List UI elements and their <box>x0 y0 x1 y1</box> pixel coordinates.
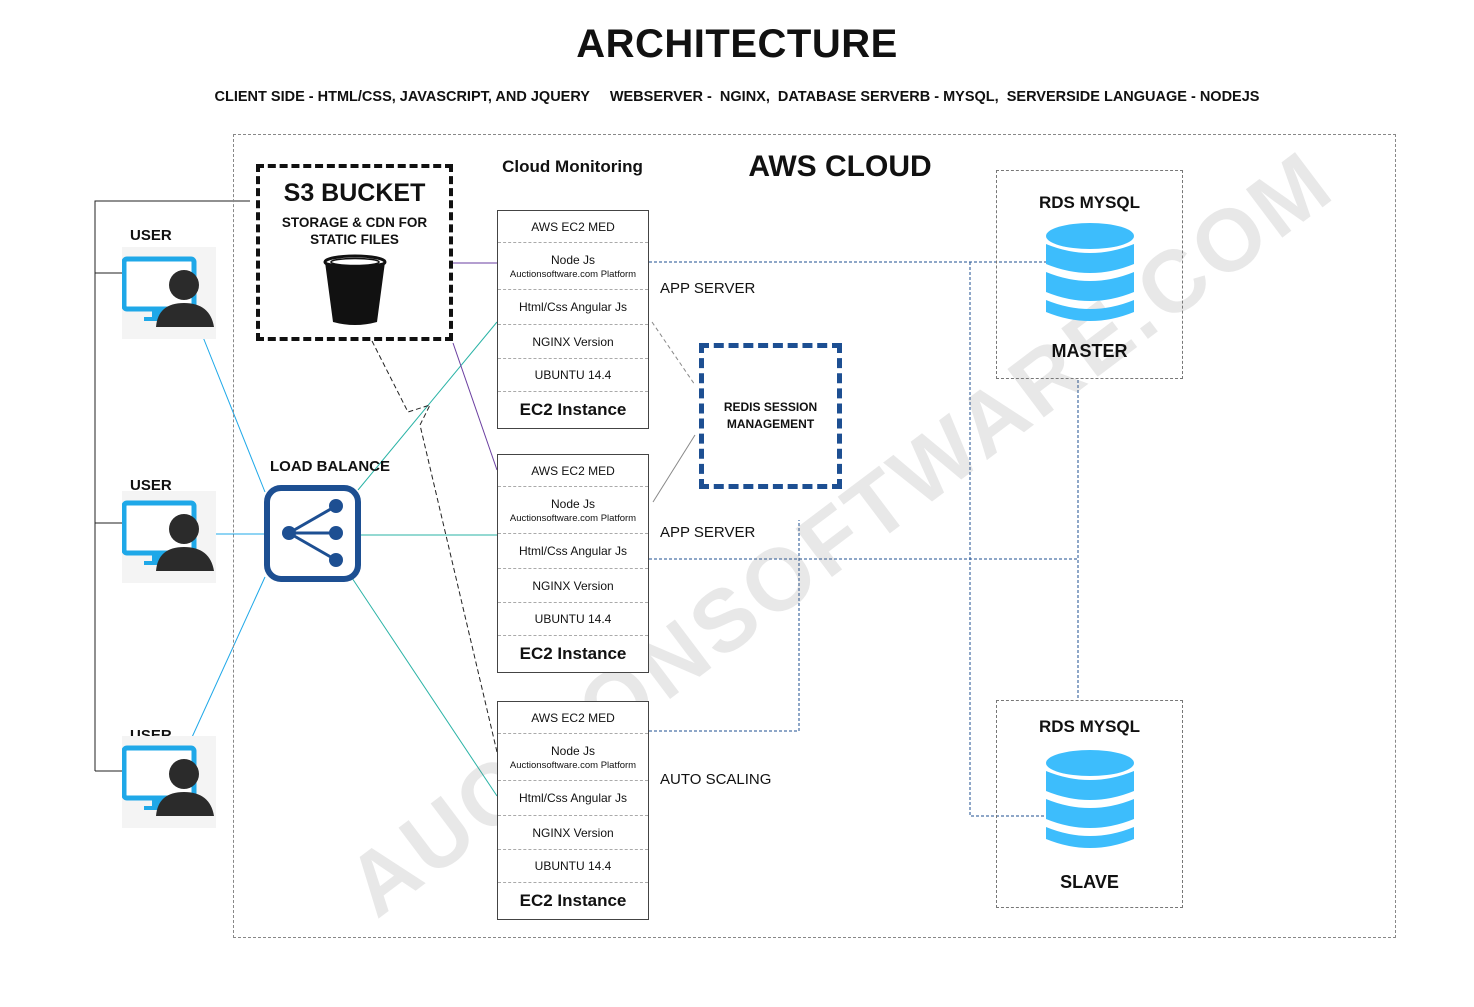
trunk-slave-link <box>969 262 1050 817</box>
ec2-2-platform-label: Auctionsoftware.com Platform <box>509 512 637 524</box>
load-balancer-icon <box>264 485 361 582</box>
lb-ec2-3-line <box>351 577 498 797</box>
redis-session-box: REDIS SESSION MANAGEMENT <box>699 343 842 489</box>
s3-line-2: STATIC FILES <box>310 232 399 247</box>
ec2-3-row-html: Html/Css Angular Js <box>498 781 648 816</box>
ec2-2-redis-line <box>652 434 696 503</box>
rds-master-title: RDS MYSQL <box>1038 193 1141 212</box>
ec2-1-row-node: Node Js Auctionsoftware.com Platform <box>498 243 648 290</box>
ec2-3-row-instance: EC2 Instance <box>519 891 627 910</box>
aws-cloud-title: AWS CLOUD <box>748 150 932 183</box>
ec2-2-node-label: Node Js <box>550 496 596 511</box>
s3-ec2-2-line <box>452 342 498 471</box>
load-balance-label: LOAD BALANCE <box>270 458 390 475</box>
ec2-3-row-node: Node Js Auctionsoftware.com Platform <box>498 734 648 781</box>
ec2-3-link <box>649 520 800 732</box>
ec2-1-row-instance: EC2 Instance <box>519 400 627 419</box>
ec2-1-row-type: AWS EC2 MED <box>498 211 648 243</box>
database-icon <box>1045 223 1134 321</box>
ec2-1-row-ubuntu: UBUNTU 14.4 <box>498 359 648 392</box>
user-label-1: USER <box>130 227 172 244</box>
user1-lb-line <box>196 321 266 493</box>
user-label-2: USER <box>130 477 172 494</box>
ec2-2-row-html: Html/Css Angular Js <box>498 534 648 569</box>
ec2-3-role-label: AUTO SCALING <box>660 771 772 788</box>
ec2-1-row-html: Html/Css Angular Js <box>498 290 648 325</box>
bucket-icon <box>323 254 386 325</box>
ec2-2-row-node: Node Js Auctionsoftware.com Platform <box>498 487 648 534</box>
ec2-1-row-nginx: NGINX Version <box>498 325 648 359</box>
page-title: ARCHITECTURE <box>576 22 898 66</box>
ec2-3-row-ubuntu: UBUNTU 14.4 <box>498 850 648 883</box>
ec2-2-row-instance: EC2 Instance <box>519 644 627 663</box>
page-subtitle: CLIENT SIDE - HTML/CSS, JAVASCRIPT, AND … <box>214 89 1260 105</box>
rds-slave-footer: SLAVE <box>1060 872 1119 892</box>
ec2-instance-3: AWS EC2 MED Node Js Auctionsoftware.com … <box>497 701 649 920</box>
aws-cloud-region <box>233 134 1396 938</box>
s3-line-1: STORAGE & CDN FOR <box>281 215 428 230</box>
ec2-2-row-type: AWS EC2 MED <box>498 455 648 487</box>
ec2-1-role-label: APP SERVER <box>660 280 756 297</box>
ec2-3-row-nginx: NGINX Version <box>498 816 648 850</box>
ec2-1-platform-label: Auctionsoftware.com Platform <box>509 268 637 280</box>
user-3-icon <box>122 736 216 828</box>
ec2-2-row-nginx: NGINX Version <box>498 569 648 603</box>
redis-line-1: REDIS SESSION <box>723 400 818 414</box>
ec2-3-row-type: AWS EC2 MED <box>498 702 648 734</box>
rds-master-box: RDS MYSQL MASTER <box>996 170 1183 379</box>
ec2-instance-2: AWS EC2 MED Node Js Auctionsoftware.com … <box>497 454 649 673</box>
database-icon <box>1045 750 1134 848</box>
rds-slave-title: RDS MYSQL <box>1038 717 1141 736</box>
user-bracket-line <box>94 200 250 771</box>
user3-lb-line <box>187 576 266 747</box>
ec2-instance-1: AWS EC2 MED Node Js Auctionsoftware.com … <box>497 210 649 429</box>
user-2-icon <box>122 491 216 583</box>
cloud-monitoring-title: Cloud Monitoring <box>502 157 643 176</box>
ec2-2-role-label: APP SERVER <box>660 524 756 541</box>
s3-title: S3 BUCKET <box>283 179 426 207</box>
rds-slave-box: RDS MYSQL SLAVE <box>996 700 1183 908</box>
rds-master-footer: MASTER <box>1051 341 1128 361</box>
ec2-1-redis-line <box>651 321 696 386</box>
s3-bucket-box: S3 BUCKET STORAGE & CDN FOR STATIC FILES <box>256 164 453 341</box>
redis-line-2: MANAGEMENT <box>726 417 815 431</box>
ec2-2-row-ubuntu: UBUNTU 14.4 <box>498 603 648 636</box>
ec2-3-node-label: Node Js <box>550 743 596 758</box>
user-1-icon <box>122 247 216 339</box>
ec2-1-node-label: Node Js <box>550 252 596 267</box>
ec2-3-platform-label: Auctionsoftware.com Platform <box>509 759 637 771</box>
